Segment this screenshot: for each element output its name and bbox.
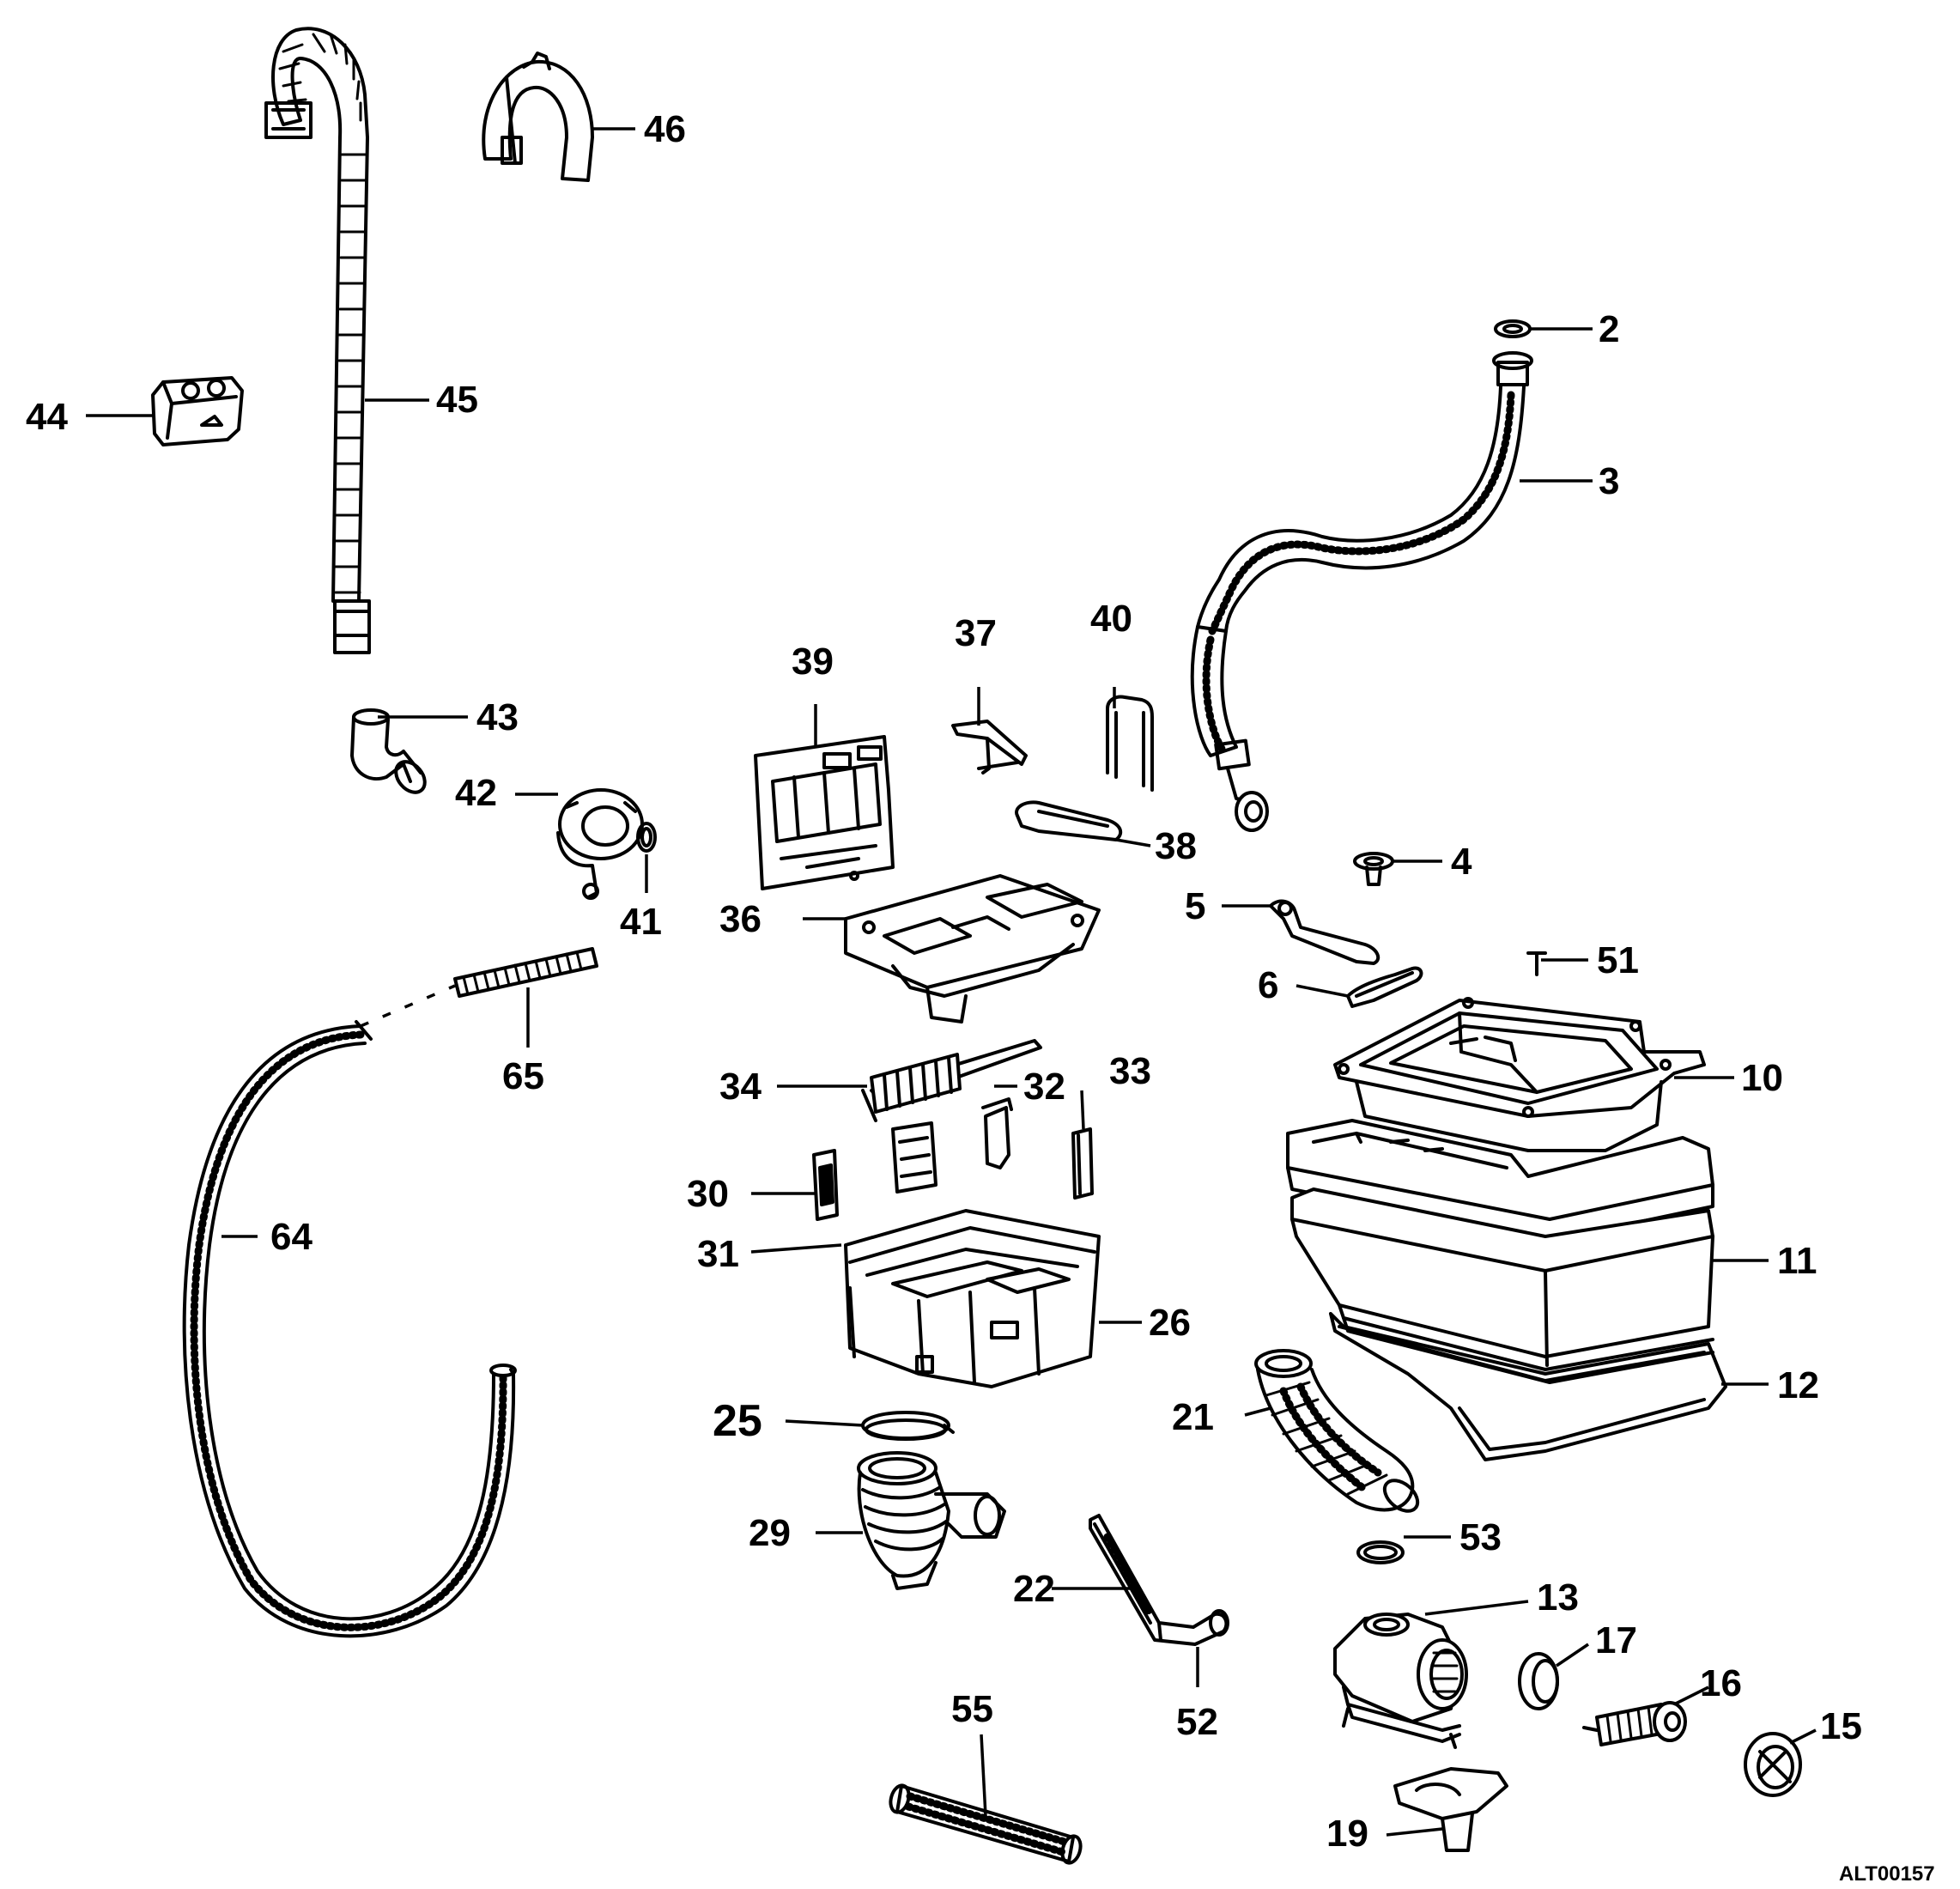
leader-lines (86, 127, 1817, 1837)
callout-41: 41 (620, 901, 662, 943)
callout-33: 33 (1109, 1050, 1151, 1092)
callout-65: 65 (502, 1055, 544, 1097)
part-4-screw (1353, 852, 1394, 886)
callout-6: 6 (1258, 964, 1278, 1006)
callout-55: 55 (951, 1688, 993, 1730)
callout-37: 37 (955, 612, 997, 654)
part-45-drain-hose (264, 27, 371, 654)
callout-30: 30 (687, 1173, 729, 1215)
part-13-pump (1333, 1613, 1468, 1749)
part-5-lever (1269, 899, 1380, 965)
part-22-tube (1089, 1514, 1229, 1646)
part-30-insert (812, 1149, 839, 1221)
callout-64: 64 (270, 1216, 313, 1258)
callout-42: 42 (455, 772, 497, 814)
callout-17: 17 (1595, 1619, 1637, 1661)
part-12-gasket (1329, 1312, 1727, 1461)
callout-44: 44 (26, 396, 68, 438)
callout-25: 25 (713, 1396, 762, 1446)
part-64-hose (182, 1020, 517, 1638)
part-43-elbow (350, 708, 427, 794)
part-42-collar (556, 788, 644, 900)
part-26-dispenser-housing (844, 1209, 1101, 1388)
callout-11: 11 (1777, 1240, 1817, 1282)
callout-16: 16 (1700, 1662, 1742, 1704)
callout-21: 21 (1172, 1396, 1214, 1438)
part-32-flap (981, 1097, 1013, 1169)
callout-52: 52 (1176, 1701, 1218, 1743)
callout-34: 34 (719, 1066, 762, 1108)
part-44-clip (151, 376, 244, 446)
part-15-cap (1744, 1732, 1802, 1797)
part-19-bracket (1393, 1767, 1508, 1852)
part-21-bellows-hose (1254, 1349, 1420, 1513)
part-33-strip (1071, 1127, 1094, 1200)
part-6-clip (1346, 966, 1423, 1008)
callouts: 46 45 44 43 42 41 65 64 39 37 40 38 36 3… (26, 108, 1935, 1886)
callout-2: 2 (1599, 308, 1619, 350)
part-2-washer (1494, 319, 1532, 338)
part-37-bracket (951, 720, 1028, 774)
part-31-insert (891, 1121, 938, 1194)
callout-12: 12 (1777, 1364, 1819, 1406)
callout-22: 22 (1013, 1568, 1055, 1610)
part-40-wire-clip (1106, 695, 1154, 792)
part-3-inlet-hose (1190, 351, 1533, 832)
callout-43: 43 (476, 696, 519, 738)
callout-10: 10 (1741, 1057, 1783, 1099)
callout-38: 38 (1155, 825, 1197, 867)
part-11-tub-shell (1286, 1119, 1714, 1384)
part-51-screw (1526, 951, 1547, 976)
callout-46: 46 (644, 108, 686, 150)
callout-4: 4 (1451, 841, 1472, 883)
callout-13: 13 (1537, 1576, 1579, 1619)
part-38-plate (1015, 800, 1123, 841)
part-41-o-ring (636, 822, 657, 853)
callout-31: 31 (697, 1233, 739, 1275)
callout-36: 36 (719, 898, 762, 940)
callout-19: 19 (1326, 1813, 1368, 1855)
part-46-hose-guide (482, 52, 594, 182)
callout-53: 53 (1459, 1516, 1502, 1558)
part-65-spring (453, 947, 598, 998)
part-10-tub-top (1333, 997, 1706, 1152)
callout-32: 32 (1023, 1066, 1065, 1108)
part-53-ring (1356, 1540, 1405, 1564)
part-29-bellows (857, 1451, 1006, 1590)
part-16-filter (1582, 1701, 1687, 1746)
callout-26: 26 (1149, 1302, 1191, 1344)
callout-39: 39 (792, 641, 834, 683)
callout-3: 3 (1599, 460, 1619, 502)
part-36-dispenser-cover (844, 874, 1101, 1023)
part-17-ring (1518, 1652, 1559, 1710)
callout-15: 15 (1820, 1705, 1862, 1747)
part-25-clamp (861, 1411, 955, 1441)
callout-5: 5 (1185, 885, 1205, 927)
callout-29: 29 (749, 1512, 791, 1554)
part-34-strip (861, 1039, 1042, 1122)
callout-51: 51 (1597, 939, 1639, 981)
part-55-foam-tube (889, 1783, 1083, 1865)
callout-45: 45 (436, 379, 478, 421)
callout-40: 40 (1090, 598, 1132, 640)
part-39-panel (754, 735, 895, 890)
diagram-reference-code: ALT00157 (1839, 1862, 1935, 1886)
